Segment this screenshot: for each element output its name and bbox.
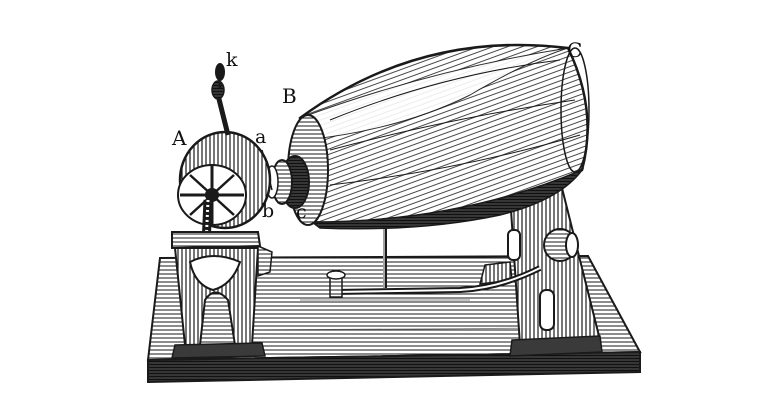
label-b: b — [262, 200, 274, 222]
recording-cylinder — [177, 130, 272, 230]
label-k: k — [226, 49, 238, 71]
cylinder-stand — [171, 231, 273, 359]
hand-crank — [211, 63, 231, 136]
label-B: B — [282, 84, 297, 108]
label-C: C — [567, 38, 582, 62]
horn-front-support — [383, 225, 387, 288]
label-a: a — [255, 126, 266, 148]
label-A: A — [171, 126, 187, 150]
horn-rear-stand — [478, 178, 603, 357]
label-c: c — [296, 201, 307, 223]
connecting-rod — [326, 265, 542, 298]
